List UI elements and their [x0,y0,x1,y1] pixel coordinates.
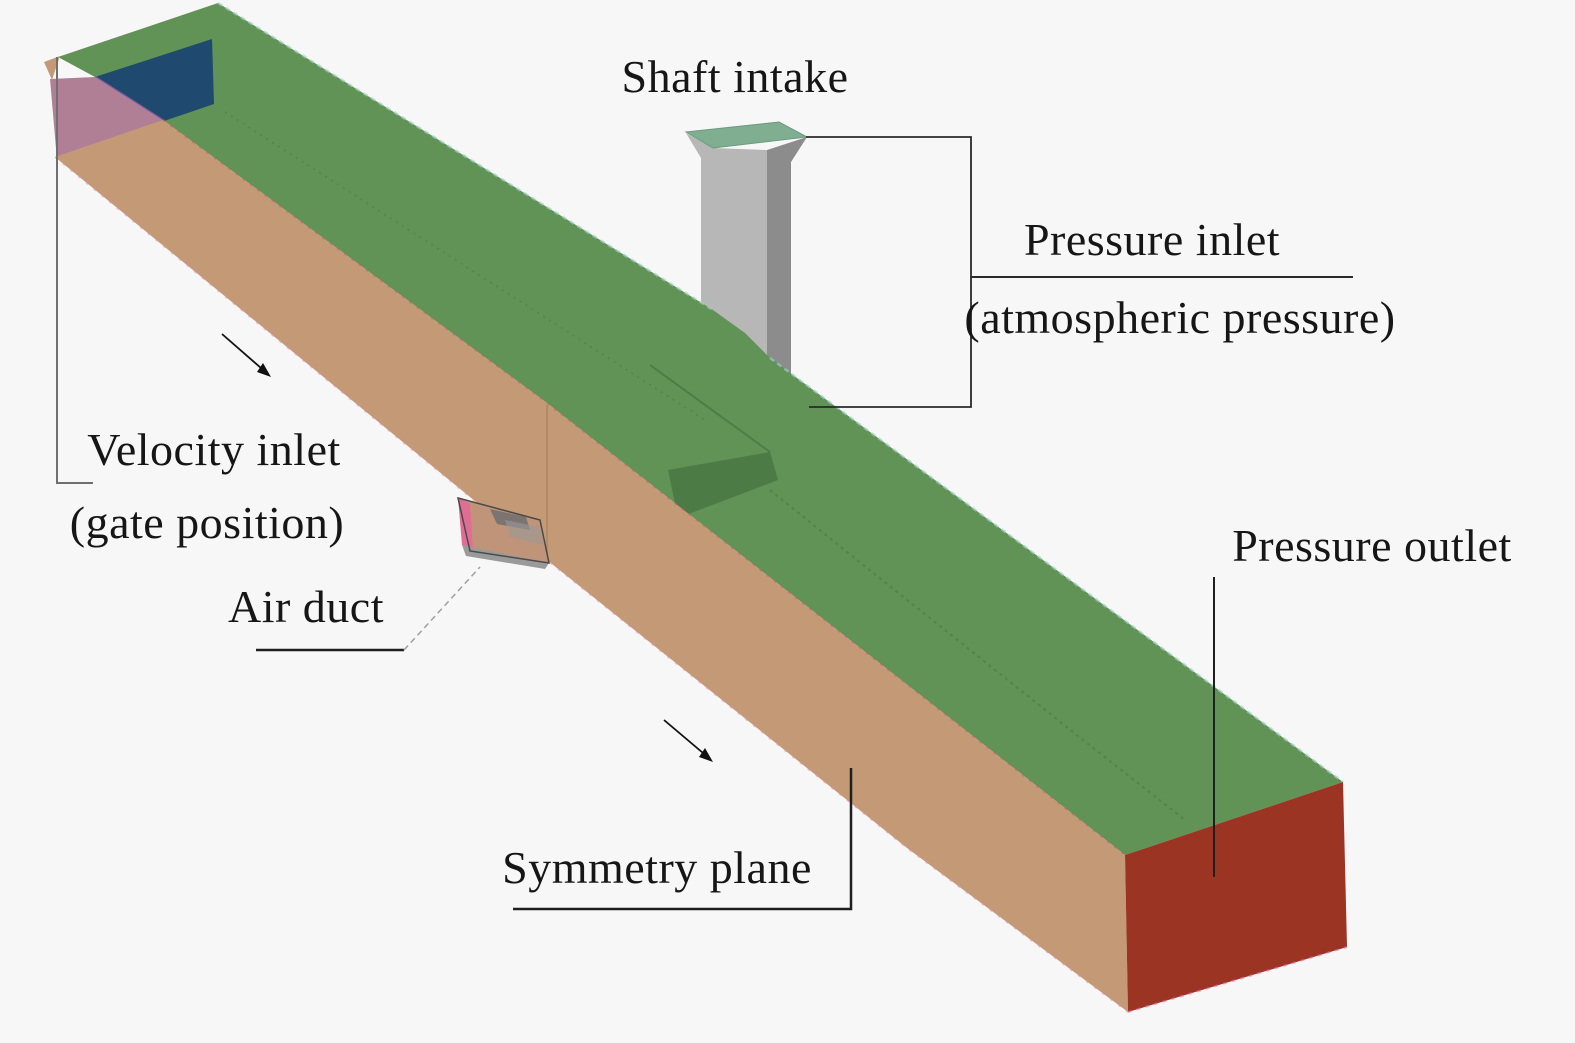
symmetry-plane-label: Symmetry plane [502,842,812,893]
pressure-inlet-label-line2: (atmospheric pressure) [964,292,1396,343]
tunnel-roof [58,1,1344,855]
velocity-inlet-face [50,77,164,160]
symmetry-plane-wall [54,119,1129,1013]
roof-far-edge-downstream [769,356,1344,784]
roof-face [58,3,1343,855]
air-duct-label: Air duct [227,581,385,632]
shaft-right-face [767,137,807,400]
inlet-gate-slope-face [95,39,214,121]
velocity-inlet-label-line1: Velocity inlet [87,424,341,475]
flow-arrows [221,333,713,762]
air-duct-leader [403,566,481,651]
flow-direction-arrow-downstream [663,719,713,762]
pressure-outlet-label: Pressure outlet [1232,520,1512,571]
roof-far-edge-upstream [217,1,714,312]
velocity-inlet-label-line2: (gate position) [69,497,345,548]
outlet-end [1125,782,1348,1013]
pressure-inlet-leader [806,136,972,408]
symmetry-plane-leader [513,768,853,911]
air-duct-front-face [458,498,549,563]
roof-step-face [668,452,778,518]
air-duct-shape [456,496,550,569]
air-duct-left-face [458,498,473,549]
air-duct-outline [456,496,550,564]
outlet-bottom-edge [1127,946,1348,1013]
roof-wall-edge [162,119,1126,856]
roof-ridge-line [649,364,771,453]
pressure-inlet-label-line1: Pressure inlet [1023,214,1281,265]
callout-lines [56,57,1353,911]
symmetry-plane-face [55,120,1128,1012]
flow-direction-arrow-upstream [221,333,271,377]
velocity-inlet-leader [56,57,93,484]
air-duct-opening-mid [505,520,543,545]
shaft-intake-label: Shaft intake [621,51,849,102]
pressure-outlet-face [1125,782,1347,1012]
